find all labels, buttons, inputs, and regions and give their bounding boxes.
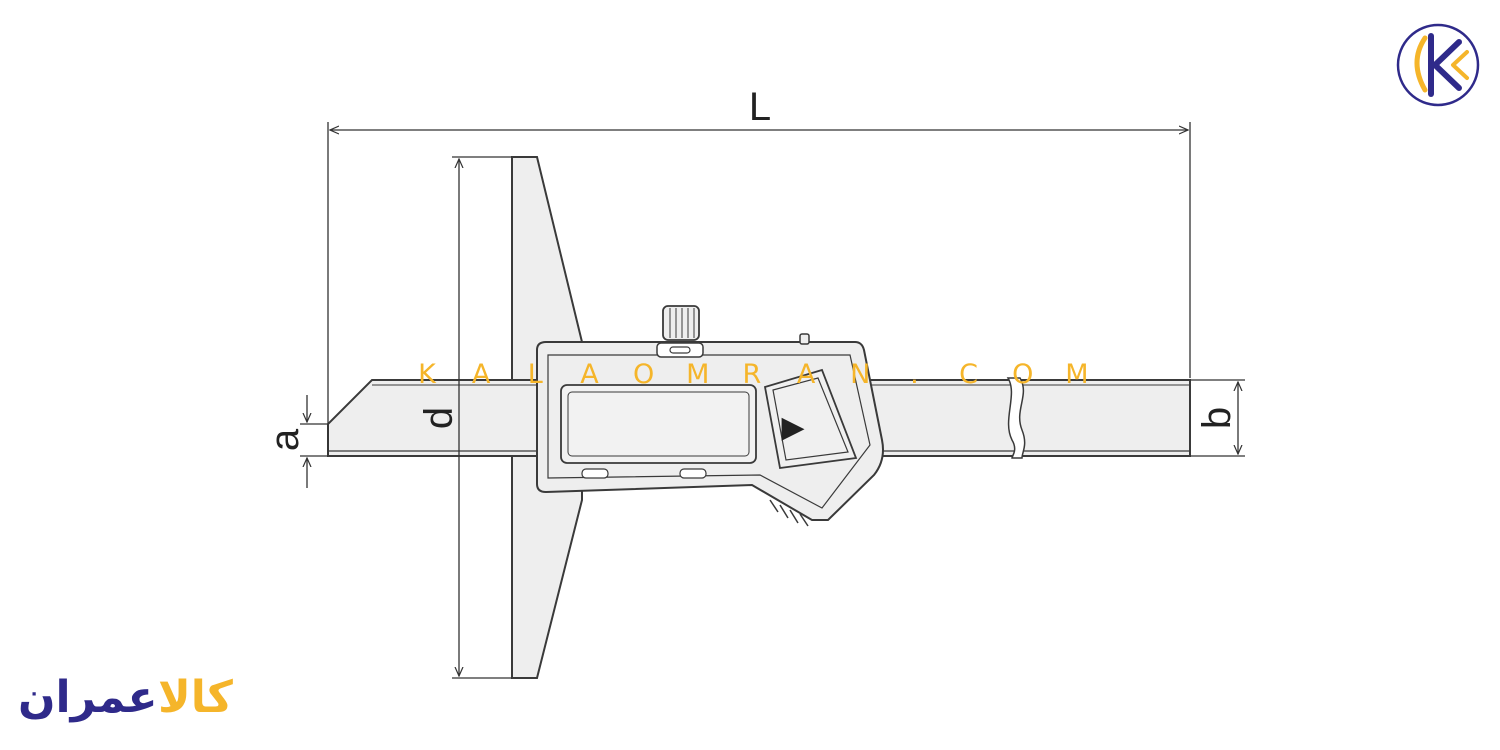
- dimension-b-label: b: [1195, 407, 1239, 429]
- dimension-d-line: [452, 156, 512, 679]
- dimension-a-label: a: [263, 428, 307, 451]
- brand-wordmark: عمران کالا: [18, 672, 258, 732]
- blade-break-mark: [1006, 377, 1026, 459]
- dimension-a-line: [300, 395, 328, 488]
- brand-wordmark-dark: عمران: [18, 672, 158, 723]
- dimension-d-label: d: [417, 407, 461, 429]
- display-arrow-icon: ▶: [781, 410, 804, 445]
- small-pin: [799, 333, 810, 345]
- dimension-b-line: [1190, 379, 1245, 457]
- dimension-l-label: L: [749, 85, 771, 129]
- lock-screw-knob: [662, 305, 700, 341]
- dimension-l-line: [327, 122, 1191, 456]
- lcd-screen: [560, 384, 757, 464]
- gauge-body: [536, 341, 884, 527]
- brand-logo-icon: K: [1396, 23, 1480, 107]
- brand-wordmark-accent: کالا: [158, 672, 233, 723]
